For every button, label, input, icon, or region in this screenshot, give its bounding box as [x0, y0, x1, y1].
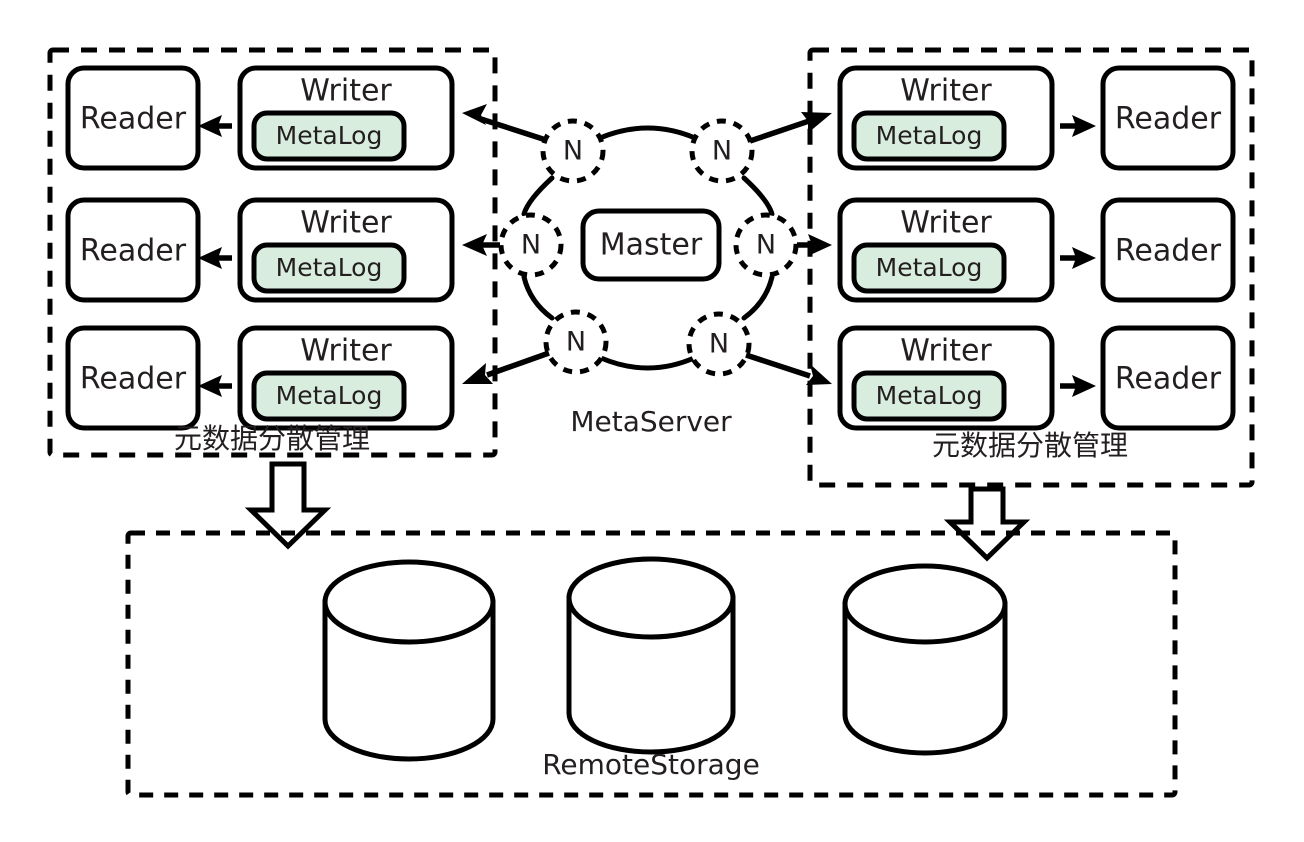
- metaserver-node-label-middle-right: N: [756, 230, 776, 261]
- right-arrow-writer-to-reader-2: [1060, 247, 1096, 269]
- left-reader-label-3: Reader: [80, 362, 187, 397]
- arrow-node-to-right-writer-1: [749, 112, 832, 144]
- left-metalog-box-2[interactable]: [251, 242, 407, 294]
- storage-cylinder-1[interactable]: [322, 559, 496, 762]
- arrow-node-to-left-writer-3: [462, 350, 550, 384]
- ring-arc-bottom: [598, 355, 697, 371]
- left-group-caption: 元数据分散管理: [174, 422, 370, 455]
- arrow-node-to-left-writer-1: [462, 104, 547, 143]
- right-reader-box-1[interactable]: [1100, 65, 1236, 171]
- right-metalog-box-3[interactable]: [851, 370, 1007, 422]
- left-metalog-label-1: MetaLog: [276, 121, 383, 150]
- right-writer-label-2: Writer: [900, 206, 992, 241]
- left-reader-box-3[interactable]: [65, 325, 201, 431]
- metaserver-node-top-left[interactable]: [540, 118, 606, 184]
- left-reader-label-1: Reader: [80, 102, 187, 137]
- metaserver-node-bottom-right[interactable]: [686, 311, 752, 377]
- master-box[interactable]: [580, 208, 722, 282]
- right-arrow-writer-to-reader-3: [1060, 375, 1096, 397]
- right-reader-box-2[interactable]: [1100, 197, 1236, 303]
- storage-cylinder-2[interactable]: [566, 556, 736, 755]
- arrow-node-to-right-writer-3: [745, 352, 832, 385]
- arrow-node-to-right-writer-2: [797, 234, 832, 256]
- metaserver-caption: MetaServer: [570, 405, 732, 438]
- right-reader-label-1: Reader: [1115, 102, 1222, 137]
- left-metalog-label-2: MetaLog: [276, 253, 383, 282]
- metaserver-node-middle-left[interactable]: [498, 212, 564, 278]
- right-metalog-label-2: MetaLog: [876, 253, 983, 282]
- ring-arc-bottom-right: [741, 274, 775, 321]
- left-reader-label-2: Reader: [80, 234, 187, 269]
- metaserver-node-label-top-right: N: [712, 136, 732, 167]
- left-writer-label-1: Writer: [300, 74, 392, 109]
- right-writer-label-1: Writer: [900, 74, 992, 109]
- right-metalog-box-2[interactable]: [851, 242, 1007, 294]
- left-arrow-writer-to-reader-3: [198, 375, 232, 397]
- right-group-caption: 元数据分散管理: [932, 429, 1128, 462]
- left-writer-label-3: Writer: [300, 334, 392, 369]
- left-metalog-label-3: MetaLog: [276, 381, 383, 410]
- metaserver-node-label-bottom-left: N: [566, 327, 586, 358]
- left-reader-box-1[interactable]: [65, 65, 201, 171]
- right-reader-label-2: Reader: [1115, 234, 1222, 269]
- master-label: Master: [600, 228, 703, 263]
- metaserver-node-top-right[interactable]: [689, 118, 755, 184]
- left-arrow-writer-to-reader-2: [198, 247, 232, 269]
- right-metalog-label-1: MetaLog: [876, 121, 983, 150]
- arrow-node-to-left-writer-2: [462, 234, 500, 256]
- ring-arc-bottom-left: [521, 274, 555, 321]
- left-reader-box-2[interactable]: [65, 197, 201, 303]
- left-group-boundary: [47, 47, 498, 458]
- left-metalog-box-1[interactable]: [251, 110, 407, 162]
- right-metalog-box-1[interactable]: [851, 110, 1007, 162]
- right-group-boundary: [807, 47, 1255, 488]
- metaserver-node-middle-right[interactable]: [733, 212, 799, 278]
- metaserver-node-bottom-left[interactable]: [543, 309, 609, 375]
- remote-storage-boundary: [125, 530, 1178, 798]
- right-writer-label-3: Writer: [900, 334, 992, 369]
- storage-cylinder-3[interactable]: [842, 563, 1008, 756]
- right-reader-box-3[interactable]: [1100, 325, 1236, 431]
- remote-storage-caption: RemoteStorage: [542, 748, 760, 781]
- right-metalog-label-3: MetaLog: [876, 381, 983, 410]
- ring-arc-top-left: [521, 175, 555, 217]
- right-to-storage-block-arrow: [943, 486, 1031, 562]
- ring-arc-top-right: [741, 175, 775, 217]
- left-to-storage-block-arrow: [244, 461, 332, 550]
- left-arrow-writer-to-reader-1: [198, 115, 232, 137]
- metaserver-node-label-bottom-right: N: [709, 329, 729, 360]
- right-reader-label-3: Reader: [1115, 362, 1222, 397]
- ring-arc-top: [597, 125, 698, 141]
- right-arrow-writer-to-reader-1: [1060, 115, 1096, 137]
- metaserver-node-label-top-left: N: [563, 136, 583, 167]
- metaserver-node-label-middle-left: N: [521, 230, 541, 261]
- left-writer-label-2: Writer: [300, 206, 392, 241]
- left-metalog-box-3[interactable]: [251, 370, 407, 422]
